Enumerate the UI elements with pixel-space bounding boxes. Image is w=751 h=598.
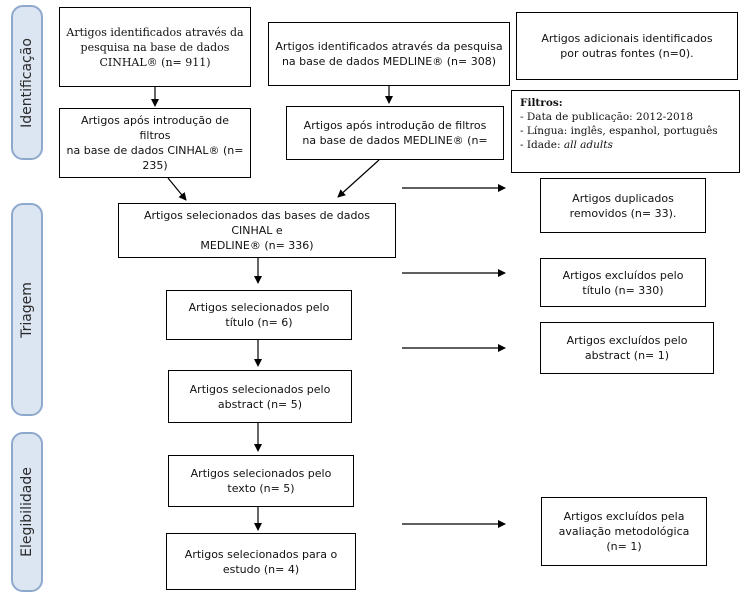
box-abstract-selected: Artigos selecionados pelo abstract (n= 5… (168, 370, 352, 423)
filters-box: Filtros: - Data de publicação: 2012-2018… (511, 90, 740, 173)
box-text-selected: Artigos selecionados pelo texto (n= 5) (168, 455, 354, 507)
phase-identificacao: Identificação (11, 5, 43, 160)
box-title-selected: Artigos selecionados pelo título (n= 6) (166, 290, 352, 340)
box-merged-selected: Artigos selecionados das bases de dados … (118, 203, 396, 258)
filter-date: - Data de publicação: 2012-2018 (520, 111, 694, 123)
filter-age-label: - Idade: (520, 139, 564, 151)
filter-age-value: all adults (563, 139, 613, 151)
phase-elegibilidade: Elegibilidade (11, 432, 43, 592)
box-method-excluded: Artigos excluídos pela avaliação metodol… (541, 497, 707, 566)
box-abstract-excluded: Artigos excluídos pelo abstract (n= 1) (540, 322, 714, 374)
filters-title: Filtros: (520, 97, 563, 109)
phase-triagem: Triagem (11, 203, 43, 416)
box-study-selected: Artigos selecionados para o estudo (n= 4… (166, 533, 356, 590)
filter-age: - Idade: all adults (520, 138, 731, 152)
box-cinahl-filtered: Artigos após introdução de filtros na ba… (59, 108, 251, 178)
filter-language: - Língua: inglês, espanhol, português (520, 125, 718, 137)
box-cinahl-identified: Artigos identificados através da pesquis… (59, 7, 251, 87)
box-medline-filtered: Artigos após introdução de filtros na ba… (286, 106, 504, 160)
box-other-sources: Artigos adicionais identificados por out… (516, 12, 738, 80)
arrow-cinahl-to-merged (167, 177, 187, 201)
box-title-excluded: Artigos excluídos pelo título (n= 330) (540, 258, 706, 307)
box-duplicates-removed: Artigos duplicados removidos (n= 33). (540, 178, 706, 233)
box-medline-identified: Artigos identificados através da pesquis… (268, 22, 510, 86)
arrow-medline-to-merged (337, 159, 380, 198)
